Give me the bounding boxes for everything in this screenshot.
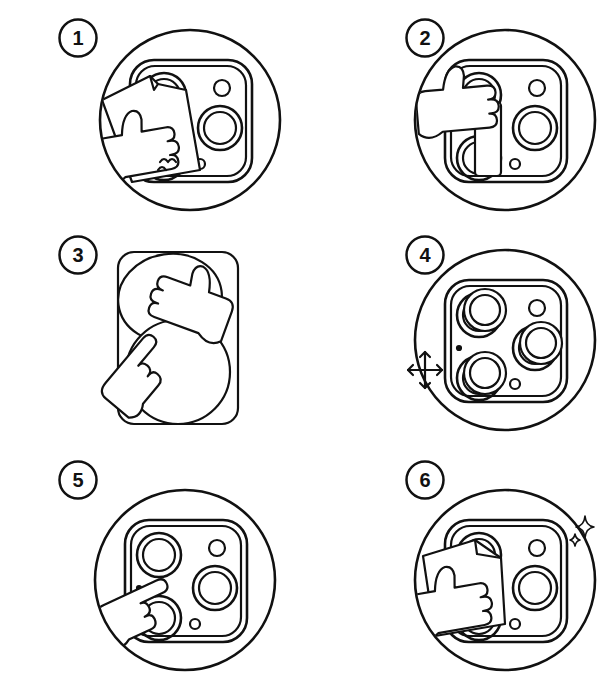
step-number: 2 [405,18,445,58]
move-arrows [408,352,442,388]
callout-number: 5 [58,469,98,492]
step-5-picture [81,476,305,679]
step-number: 4 [405,235,445,275]
step-4-picture [401,236,600,460]
step-2-picture [401,16,600,240]
step-3-picture [98,247,243,424]
step-1-picture [86,16,310,240]
step-number: 5 [58,460,98,500]
step-6-picture [401,476,600,679]
callout-number: 3 [58,244,98,267]
sparkles [570,516,594,546]
callout-number: 2 [405,27,445,50]
callout-number: 1 [58,27,98,50]
step-number: 6 [405,460,445,500]
step-number: 1 [58,18,98,58]
step-number: 3 [58,235,98,275]
callout-number: 4 [405,244,445,267]
callout-number: 6 [405,469,445,492]
